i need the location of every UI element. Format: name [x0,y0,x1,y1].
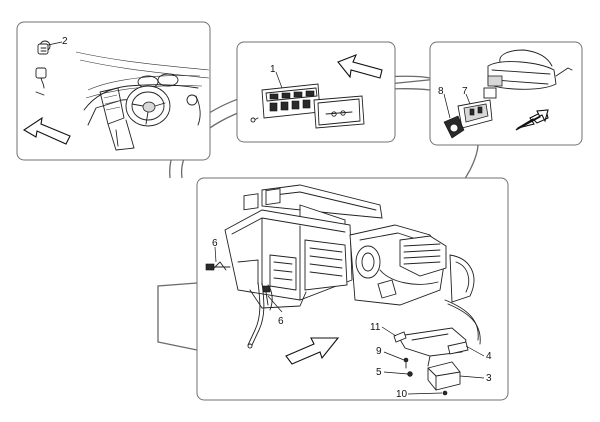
temperature-sensor-part-6 [205,261,231,271]
panel-module-connector: 8 7 [429,41,583,146]
sensor-part-2 [35,40,51,96]
climate-control-panel-part-1 [250,83,321,123]
direction-arrow [337,54,383,79]
panel-dashboard: 2 [16,21,211,161]
callout-8: 8 [438,86,444,97]
connector-part-8 [443,115,465,139]
callout-6-upper: 6 [212,238,218,249]
washer-part-10 [442,390,448,396]
module-part-7 [457,99,493,129]
callout-3: 3 [486,373,492,384]
callout-1: 1 [270,64,276,75]
screw-part-9 [403,357,409,363]
callout-10: 10 [396,389,408,400]
callout-9: 9 [376,346,382,357]
direction-arrow [22,116,71,145]
mounting-bracket-part-4 [397,327,469,367]
panel-hvac-assembly: 6 6 11 9 5 10 [196,177,509,401]
blower-assembly [349,224,475,306]
nut-part-5 [407,371,413,377]
large-housing-unit [487,49,573,90]
callout-5: 5 [376,367,382,378]
small-bracket [483,87,497,99]
direction-arrow [285,337,340,365]
control-module-part-3 [427,361,461,391]
temperature-sensor-part-6-lower [262,285,271,306]
callout-4: 4 [486,351,492,362]
control-panel-cover [313,95,365,129]
callout-6-lower: 6 [278,316,284,327]
panel-control-unit: 1 [236,41,396,143]
callout-2: 2 [62,36,68,47]
hvac-main-housing [224,188,353,309]
clip-part-11 [393,331,407,343]
callout-7: 7 [462,86,468,97]
callout-11: 11 [370,322,381,333]
